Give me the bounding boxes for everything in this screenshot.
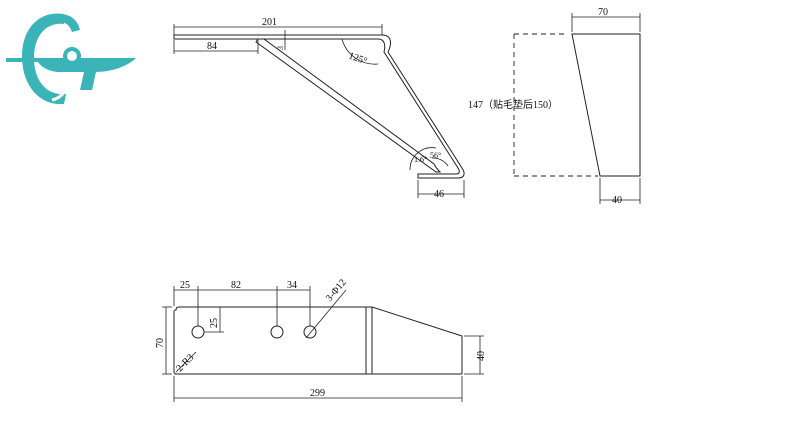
dim-bottom-width: 40 bbox=[612, 195, 622, 206]
dim-top-length: 201 bbox=[262, 17, 277, 28]
dim-bottom: 46 bbox=[434, 189, 444, 200]
dim-b: 82 bbox=[231, 280, 241, 291]
dim-thickness: 3 bbox=[276, 46, 285, 50]
dim-plate-height: 70 bbox=[155, 338, 166, 348]
dim-top-width: 70 bbox=[598, 7, 608, 18]
dim-a: 25 bbox=[180, 280, 190, 291]
dim-c: 34 bbox=[287, 280, 297, 291]
dim-right-height: 40 bbox=[476, 351, 487, 361]
dim-flange: 84 bbox=[207, 41, 217, 52]
dim-height: 147（贴毛垫后150） bbox=[468, 98, 558, 111]
front-view: 70 147（贴毛垫后150） 40 bbox=[468, 7, 641, 206]
angle-bottom-right: 56° bbox=[430, 151, 441, 160]
angle-bottom-left: 1.6° bbox=[414, 155, 427, 164]
angle-top: 125° bbox=[347, 50, 369, 67]
dim-hole-offset: 25 bbox=[209, 318, 220, 328]
hole-2 bbox=[270, 325, 284, 339]
company-logo-icon bbox=[6, 13, 136, 105]
dim-total-length: 299 bbox=[310, 388, 325, 399]
side-view: 201 84 3 125° 1.6° 56° 46 bbox=[173, 17, 465, 200]
plate-view: 25 82 34 3-Φ12 25 70 2-R3 40 299 bbox=[155, 277, 487, 402]
hole-1 bbox=[191, 325, 205, 339]
